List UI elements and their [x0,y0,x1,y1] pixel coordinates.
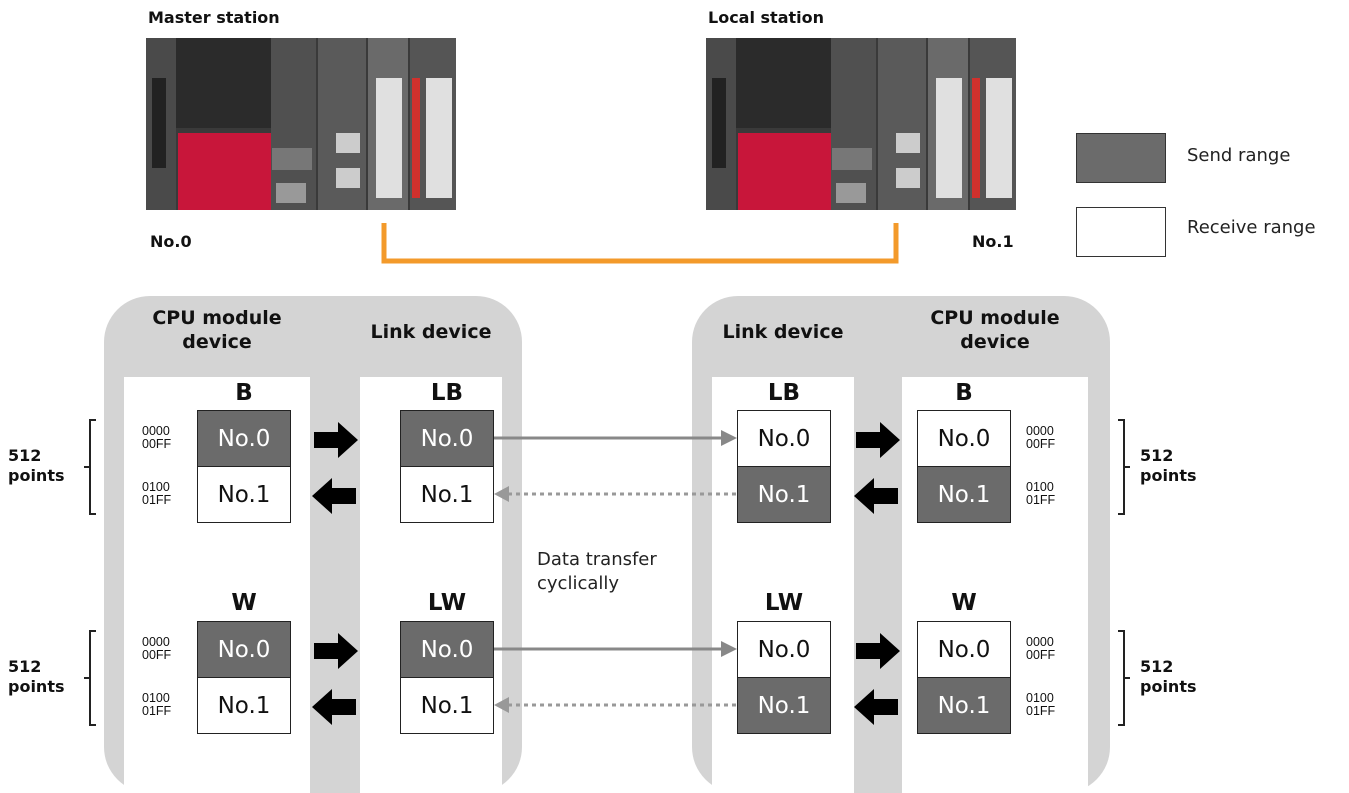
master-w-block-no0: No.0 [197,621,291,678]
legend-receive-label: Receive range [1187,217,1316,238]
master-w-block-no1: No.1 [197,677,291,734]
master-w-addr-range0: 0000 00FF [142,635,172,662]
master-b-block-no1: No.1 [197,466,291,523]
master-b-addr-range0: 0000 00FF [142,424,172,451]
local-lb-block-no0: No.0 [737,410,831,467]
master-w-addr-range1: 0100 01FF [142,691,172,718]
data-transfer-note: Data transfer cyclically [537,549,657,594]
legend-receive-swatch [1076,207,1166,257]
legend-send-label: Send range [1187,145,1291,166]
master-b-addr-range1: 0100 01FF [142,480,172,507]
local-b-to-lb-arrow [854,478,898,514]
master-b-label: B [235,380,253,406]
right-bottom-bracket [1118,630,1130,726]
master-lw-to-w-arrow [312,689,356,725]
master-cpu-header: CPU module device [152,307,282,353]
master-lb-label: LB [430,380,464,406]
left-bottom-bracket [84,630,96,726]
local-lw-label: LW [764,590,804,616]
local-b-block-no1: No.1 [917,466,1011,523]
right-top-points-label: 512 points [1140,446,1197,485]
left-bottom-points-label: 512 points [8,657,65,696]
right-bottom-points-label: 512 points [1140,657,1197,696]
local-station-number: No.1 [972,232,1014,251]
local-lb-label: LB [767,380,801,406]
master-link-header: Link device [370,321,492,343]
local-w-block-no1: No.1 [917,677,1011,734]
network-cable [381,223,899,264]
master-b-to-lb-arrow [314,422,358,458]
local-w-to-lw-arrow [854,689,898,725]
local-plc-image [706,38,1016,210]
master-lw-block-no1: No.1 [400,677,494,734]
left-top-points-label: 512 points [8,446,65,485]
local-b-addr-range0: 0000 00FF [1026,424,1056,451]
master-lw-block-no0: No.0 [400,621,494,678]
legend-send-swatch [1076,133,1166,183]
master-lb-to-b-arrow [312,478,356,514]
master-station-number: No.0 [150,232,192,251]
right-top-bracket [1118,419,1130,515]
local-b-addr-range1: 0100 01FF [1026,480,1056,507]
local-lw-block-no1: No.1 [737,677,831,734]
master-station-label: Master station [148,8,280,27]
master-plc-image [146,38,456,210]
local-w-block-no0: No.0 [917,621,1011,678]
local-w-addr-range1: 0100 01FF [1026,691,1056,718]
master-w-label: W [231,590,257,616]
master-lb-block-no0: No.0 [400,410,494,467]
left-top-bracket [84,419,96,515]
local-cpu-header: CPU module device [930,307,1060,353]
transfer-lines [494,430,737,713]
local-w-label: W [951,590,977,616]
local-link-header: Link device [722,321,844,343]
local-b-label: B [955,380,973,406]
master-lb-block-no1: No.1 [400,466,494,523]
local-lw-block-no0: No.0 [737,621,831,678]
master-b-block-no0: No.0 [197,410,291,467]
local-lw-to-w-arrow [856,633,900,669]
local-b-block-no0: No.0 [917,410,1011,467]
local-lb-to-b-arrow [856,422,900,458]
master-lw-label: LW [427,590,467,616]
local-w-addr-range0: 0000 00FF [1026,635,1056,662]
local-station-label: Local station [708,8,825,27]
local-lb-block-no1: No.1 [737,466,831,523]
master-w-to-lw-arrow [314,633,358,669]
